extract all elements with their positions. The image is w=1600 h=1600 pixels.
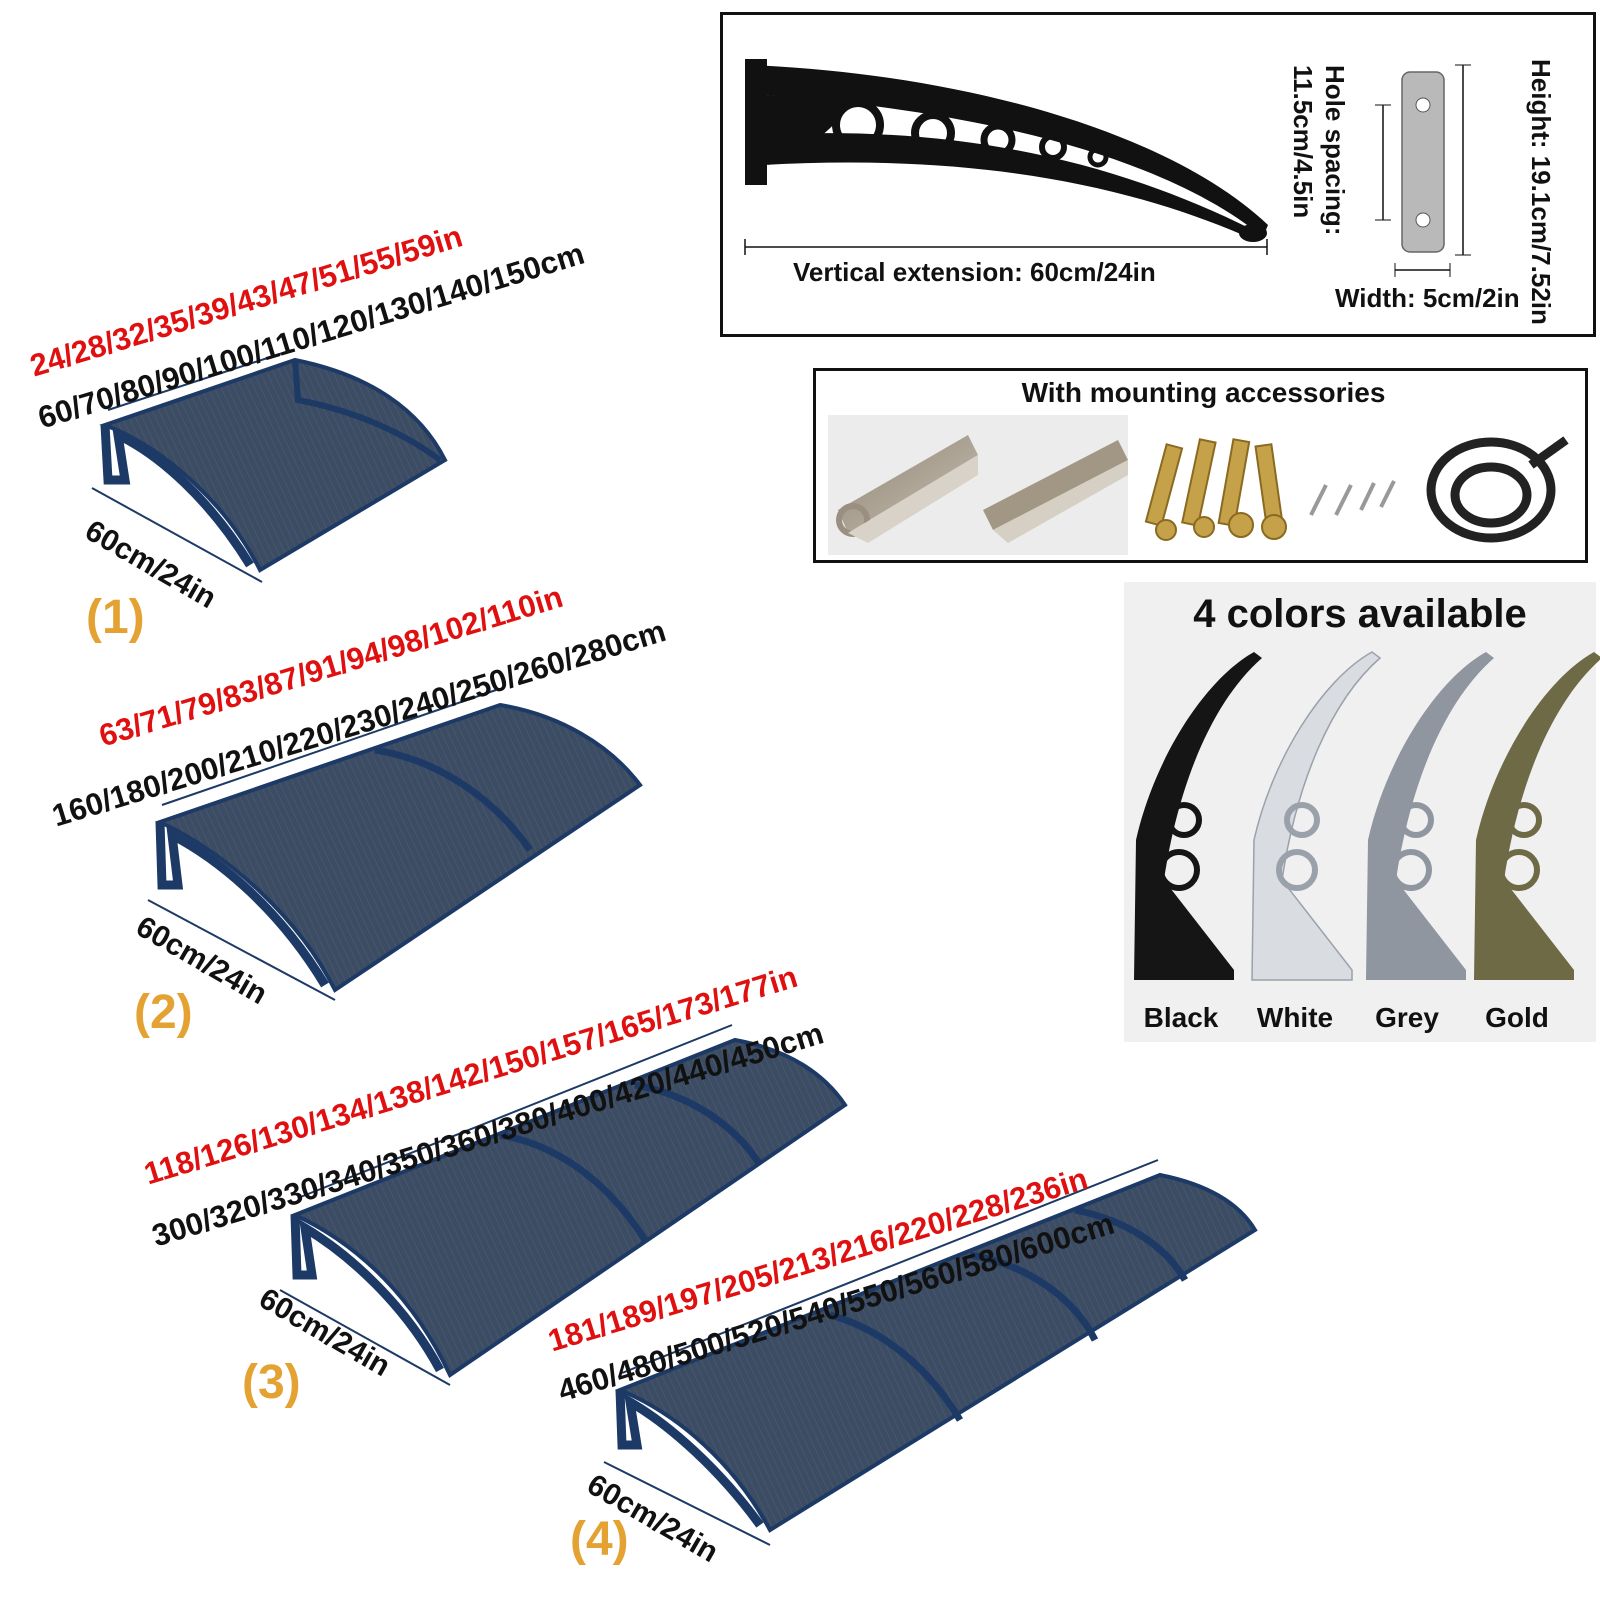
bracket-black-icon [1134,652,1262,980]
bracket-spec-panel: Vertical extension: 60cm/24in Width: 5cm… [720,12,1596,337]
canopy-3-illustration [279,1024,848,1386]
rail-profile-flat-image [978,415,1128,555]
canopy-4-illustration [603,1159,1258,1546]
colors-title: 4 colors available [1193,592,1527,636]
bracket-illustration [744,59,1471,277]
vertical-extension-label: Vertical extension: 60cm/24in [793,257,1156,287]
canopy-1-illustration [91,349,448,583]
color-brackets [1134,651,1600,981]
rail-profile-image [828,415,978,555]
seal-strip-image [1426,436,1569,543]
canopy-2-number: (2) [134,986,193,1039]
canopy-1-number: (1) [86,591,145,644]
bracket-white-icon [1251,651,1382,981]
color-label-black: Black [1143,1002,1219,1033]
color-label-white: White [1256,1002,1334,1033]
accessories-title: With mounting accessories [1021,377,1386,408]
bracket-gold-icon [1474,652,1600,980]
accessories-panel: With mounting accessories [813,368,1588,563]
bolts-image [1144,438,1396,541]
width-label: Width: 5cm/2in [1335,283,1520,313]
color-label-grey: Grey [1375,1002,1439,1033]
canopy-2-illustration [147,689,643,1001]
color-label-gold: Gold [1485,1002,1549,1033]
canopy-3-number: (3) [242,1356,301,1409]
canopy-4-number: (4) [570,1513,629,1566]
bracket-grey-icon [1366,652,1494,980]
